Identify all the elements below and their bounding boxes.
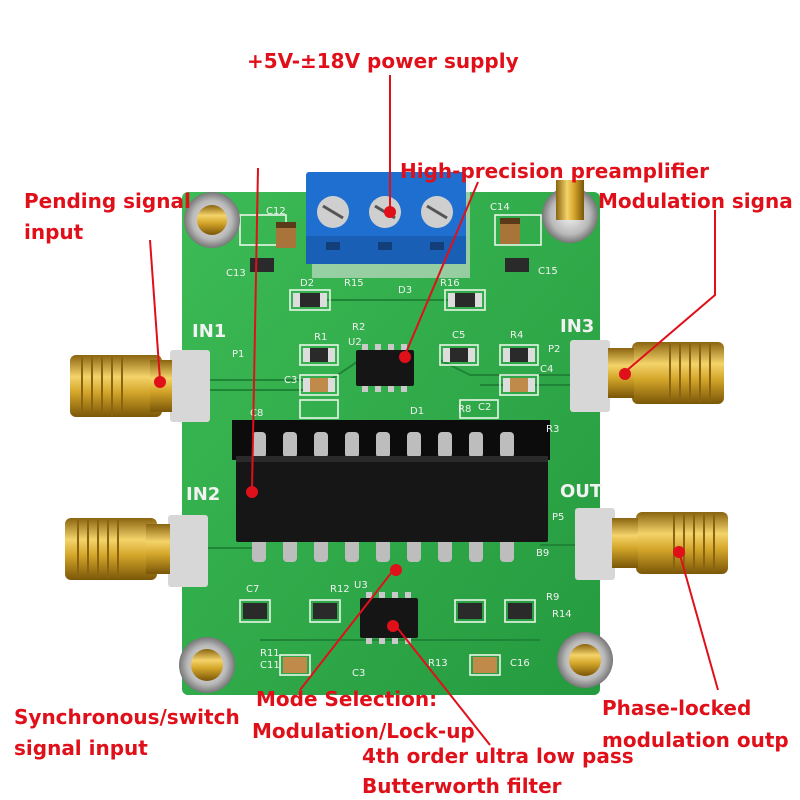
dot-in1: [154, 376, 166, 388]
silk-ref: P5: [552, 512, 564, 523]
silk-ref: U3: [354, 580, 368, 591]
dot-power: [384, 206, 396, 218]
label-filter-line1: 4th order ultra low pass: [362, 744, 634, 768]
label-filter-line2: Butterworth filter: [362, 774, 562, 798]
dot-mode: [390, 564, 402, 576]
dip-chip: [232, 420, 550, 562]
silk-ref: D1: [410, 406, 424, 417]
dot-filter: [387, 620, 399, 632]
dot-dip: [246, 486, 258, 498]
filter-chip-u3: [360, 592, 418, 644]
label-pending-line1: Pending signal: [24, 189, 191, 213]
silk-ref: R13: [428, 658, 448, 669]
pointer-sync: [251, 167, 259, 491]
silk-ref: C5: [452, 330, 465, 341]
silk-ref: C7: [246, 584, 259, 595]
silk-in3: IN3: [560, 316, 594, 337]
dot-preamp: [399, 351, 411, 363]
silk-in2: IN2: [186, 484, 220, 505]
label-mode-line2: Modulation/Lock-up: [252, 719, 475, 743]
silk-ref: R15: [344, 278, 364, 289]
silk-ref: C2: [478, 402, 491, 413]
label-preamplifier: High-precision preamplifier: [400, 159, 709, 183]
dot-out: [673, 546, 685, 558]
silk-out: OUT: [560, 481, 603, 502]
label-power-supply: +5V-±18V power supply: [247, 49, 519, 73]
silk-ref: C3: [284, 375, 297, 386]
silk-ref: C4: [540, 364, 553, 375]
label-modulation-signal: Modulation signa: [598, 189, 793, 213]
silk-ref: C12: [266, 206, 286, 217]
sma-connector-out: [575, 508, 728, 580]
sma-connector-in3: [570, 340, 724, 412]
silkscreen-refs: C12 C13 C14 C15 D2 R15 D3 R16 R1 R2 U2 C…: [226, 202, 572, 679]
pointer-phase: [679, 554, 719, 691]
silk-ref: R8: [458, 404, 471, 415]
label-mode-line1: Mode Selection:: [256, 687, 438, 711]
silk-ref: R14: [552, 609, 572, 620]
silk-ref: U2: [348, 337, 362, 348]
sma-connector-in1: [70, 350, 210, 422]
silk-ref: D3: [398, 285, 412, 296]
terminal-block: [306, 172, 470, 278]
annotation-dots: [154, 206, 685, 632]
silk-ref: P1: [232, 349, 244, 360]
dot-in3: [619, 368, 631, 380]
pointer-modulation: [624, 210, 716, 373]
silk-ref: R4: [510, 330, 523, 341]
pointer-filter: [394, 624, 491, 746]
silk-ref: C11: [260, 660, 280, 671]
annotation-pointers: [149, 75, 719, 746]
silk-ref: C16: [510, 658, 530, 669]
silk-ref: R12: [330, 584, 350, 595]
mounting-screws: [179, 180, 613, 693]
label-phase-line1: Phase-locked: [602, 696, 752, 720]
silk-ref: R9: [546, 592, 559, 603]
silk-ref: C15: [538, 266, 558, 277]
silk-ref: D2: [300, 278, 314, 289]
silk-ref: R16: [440, 278, 460, 289]
label-phase-line2: modulation outp: [602, 728, 789, 752]
label-sync-line2: signal input: [14, 736, 148, 760]
label-pending-line2: input: [24, 220, 84, 244]
pointer-mode: [299, 567, 396, 691]
silk-ref: C13: [226, 268, 246, 279]
sma-connector-in2: [65, 515, 208, 587]
silkscreen-text: IN1 IN2 IN3 OUT: [186, 316, 603, 505]
pointer-pending: [149, 239, 161, 381]
silk-ref: R2: [352, 322, 365, 333]
silk-ref: C14: [490, 202, 510, 213]
silkscreen-outlines: [239, 214, 542, 676]
silk-ref: B9: [536, 548, 549, 559]
pointer-preamp: [404, 181, 479, 356]
silk-ref: C3: [352, 668, 365, 679]
silk-ref: P2: [548, 344, 560, 355]
silk-in1: IN1: [192, 321, 226, 342]
smd-components: [243, 218, 535, 673]
silk-ref: R11: [260, 648, 280, 659]
silk-ref: R3: [546, 424, 559, 435]
silk-ref: C8: [250, 408, 263, 419]
label-sync-line1: Synchronous/switch: [14, 705, 240, 729]
silk-ref: R1: [314, 332, 327, 343]
